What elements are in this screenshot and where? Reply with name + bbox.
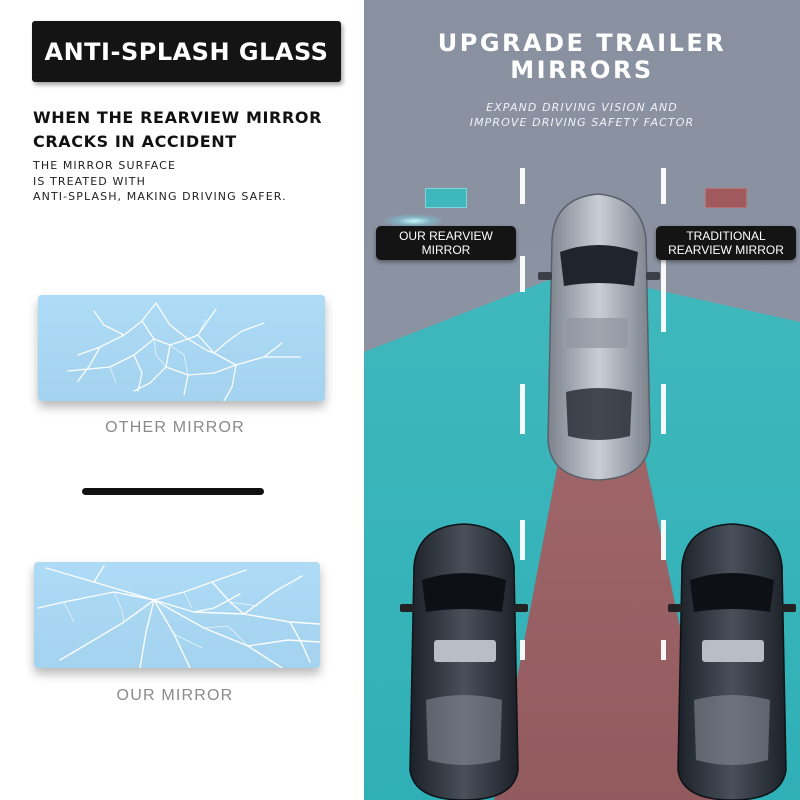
glow-highlight [384, 214, 444, 228]
divider-bar [82, 488, 264, 495]
title-line-2: MIRRORS [510, 56, 654, 84]
anti-splash-panel: ANTI-SPLASH GLASS WHEN THE REARVIEW MIRR… [0, 0, 364, 800]
car-top-view-icon [538, 193, 660, 481]
our-mirror-label: OUR REARVIEW MIRROR [376, 226, 516, 260]
car-top-view-icon [668, 523, 796, 800]
our-mirror-swatch [425, 188, 467, 208]
description: THE MIRROR SURFACE IS TREATED WITH ANTI-… [33, 158, 353, 205]
lane-markings [520, 168, 666, 660]
car-top-view-icon [400, 523, 528, 800]
description-line-2: IS TREATED WITH [33, 174, 146, 188]
description-line-3: ANTI-SPLASH, MAKING DRIVING SAFER. [33, 190, 287, 203]
shattered-glass-icon [67, 302, 301, 401]
anti-splash-badge: ANTI-SPLASH GLASS [32, 21, 341, 82]
trad-label-line-2: REARVIEW MIRROR [668, 243, 784, 257]
our-label-line-1: OUR REARVIEW [399, 229, 493, 243]
trad-label-line-1: TRADITIONAL [686, 229, 766, 243]
trailer-mirror-panel: UPGRADE TRAILER MIRRORS EXPAND DRIVING V… [364, 0, 800, 800]
panel-subtitle: EXPAND DRIVING VISION AND IMPROVE DRIVIN… [364, 100, 800, 130]
our-mirror-caption: OUR MIRROR [116, 687, 234, 704]
badge-text: ANTI-SPLASH GLASS [44, 37, 329, 66]
our-mirror-image [34, 562, 320, 668]
traditional-mirror-vision-area [494, 262, 716, 800]
title-line-1: UPGRADE TRAILER [437, 29, 727, 57]
cracked-glass-icon [37, 565, 320, 668]
panel-title: UPGRADE TRAILER MIRRORS [364, 30, 800, 84]
headline: WHEN THE REARVIEW MIRROR CRACKS IN ACCID… [33, 106, 353, 154]
subtitle-line-2: IMPROVE DRIVING SAFETY FACTOR [469, 116, 695, 129]
other-mirror-caption: OTHER MIRROR [105, 419, 245, 436]
driving-vision-diagram [364, 168, 800, 800]
headline-line-2: CRACKS IN ACCIDENT [33, 132, 237, 151]
traditional-mirror-swatch [705, 188, 747, 208]
our-label-line-2: MIRROR [421, 243, 471, 257]
traditional-mirror-label: TRADITIONAL REARVIEW MIRROR [656, 226, 796, 260]
subtitle-line-1: EXPAND DRIVING VISION AND [486, 101, 678, 114]
other-mirror-image [38, 295, 325, 401]
description-line-1: THE MIRROR SURFACE [33, 159, 177, 172]
headline-line-1: WHEN THE REARVIEW MIRROR [33, 108, 323, 127]
